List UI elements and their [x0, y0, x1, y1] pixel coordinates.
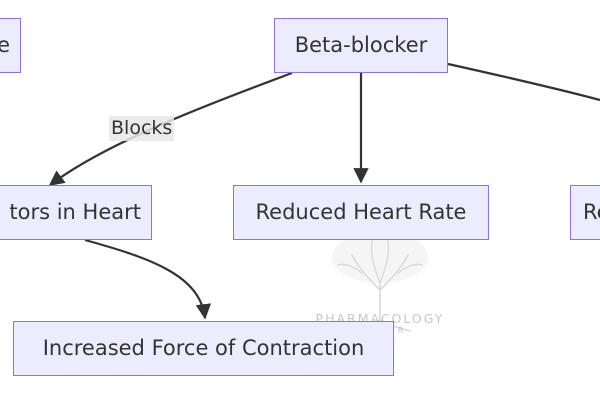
- node-reduced-heart-rate-label: Reduced Heart Rate: [255, 200, 467, 224]
- edge-beta-blocker-to-right-node: [447, 62, 600, 102]
- node-beta-blocker: Beta-blocker: [274, 18, 448, 73]
- node-increased-force-label: Increased Force of Contraction: [42, 336, 365, 360]
- node-reduced-heart-rate: Reduced Heart Rate: [233, 185, 489, 240]
- node-receptors-in-heart-label: tors in Heart: [9, 200, 141, 224]
- node-receptors-in-heart: tors in Heart: [0, 185, 152, 240]
- edge-receptors-to-increased-force: [84, 238, 212, 320]
- node-top-left: e: [0, 18, 21, 73]
- node-increased-force-of-contraction: Increased Force of Contraction: [13, 321, 394, 376]
- node-beta-blocker-label: Beta-blocker: [294, 33, 428, 57]
- node-top-left-label: e: [0, 33, 10, 57]
- edge-label-blocks: Blocks: [109, 116, 175, 141]
- node-right-middle-label: Re: [583, 200, 600, 224]
- node-right-middle: Re: [570, 185, 600, 240]
